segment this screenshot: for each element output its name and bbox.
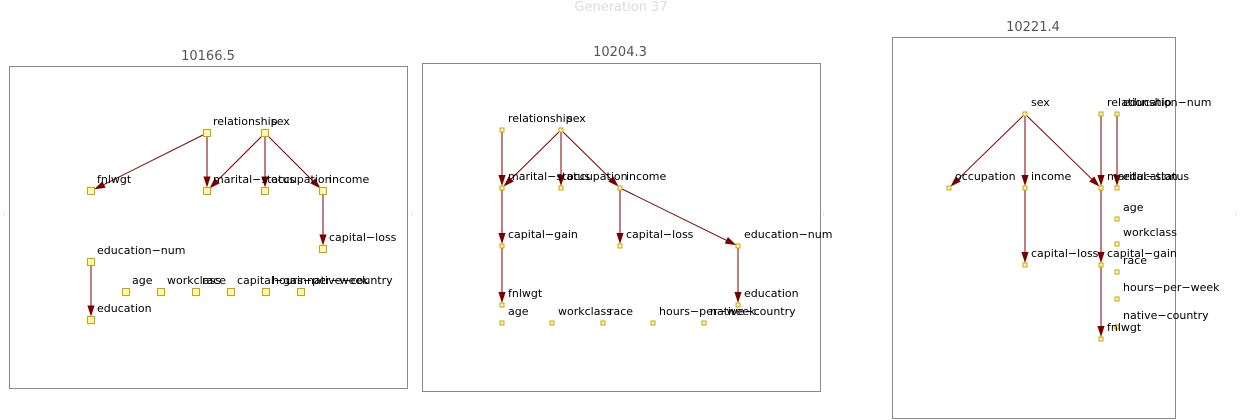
graph-panel <box>422 63 821 392</box>
divider-tick <box>1236 212 1241 216</box>
generation-title: Generation 37 <box>574 0 668 15</box>
graph-panel <box>892 37 1176 419</box>
divider-tick <box>4 212 9 216</box>
divider-tick <box>411 212 416 216</box>
graph-score: 10221.4 <box>1006 20 1060 35</box>
divider-tick <box>823 212 828 216</box>
graph-panel <box>9 66 408 389</box>
graph-score: 10166.5 <box>181 49 235 64</box>
graph-score: 10204.3 <box>593 45 647 60</box>
